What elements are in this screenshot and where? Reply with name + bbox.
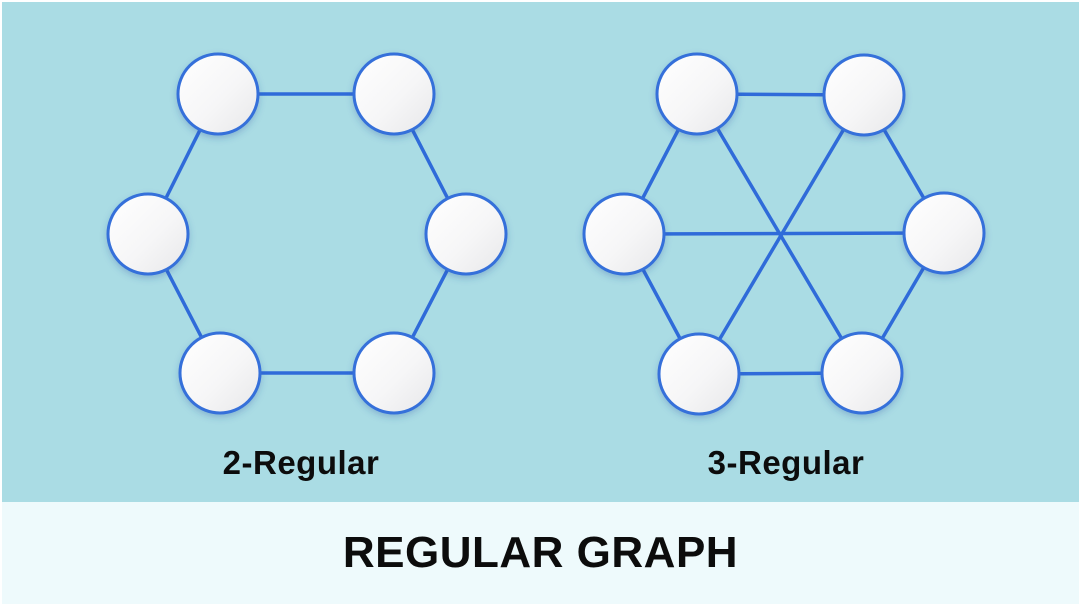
graph-2-regular [106, 52, 508, 415]
graph-node-left [106, 192, 190, 276]
graph-node-top-left [176, 52, 260, 136]
graph-node-bottom-left [657, 332, 741, 416]
graph-node-bottom-right [352, 331, 436, 415]
graph-edge [623, 231, 945, 236]
graph-node-top-right [822, 53, 906, 137]
graph-label-3-regular: 3-Regular [707, 444, 865, 481]
graph-node-right [902, 191, 986, 275]
graph-node-right [424, 192, 508, 276]
page-title: REGULAR GRAPH [342, 528, 739, 577]
graph-node-top-right [352, 52, 436, 136]
graph-node-bottom-left [178, 331, 262, 415]
title-band: REGULAR GRAPH [2, 502, 1079, 604]
graph-label-2-regular: 2-Regular [222, 444, 380, 481]
graph-3-regular [582, 52, 986, 416]
graph-node-left [582, 192, 666, 276]
graph-node-top-left [655, 52, 739, 136]
graph-node-bottom-right [820, 331, 904, 415]
